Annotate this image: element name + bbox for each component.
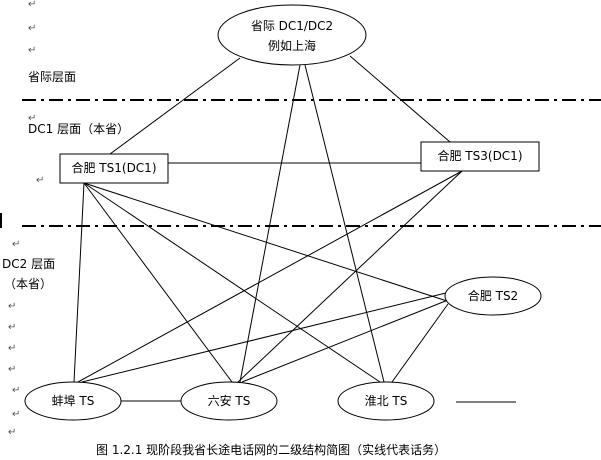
- top-node-label-line1: 省际 DC1/DC2: [250, 19, 334, 33]
- huaibei-ellipse: [337, 381, 435, 421]
- dc1-layer-label: DC1 层面（本省）: [28, 122, 130, 136]
- hefei-ts1-label: 合肥 TS1(DC1): [71, 161, 157, 175]
- link-top-luan: [239, 64, 301, 383]
- para-mark-9: ↵: [8, 343, 17, 354]
- link-ts1-bengbu: [73, 182, 85, 383]
- link-ts1-ts2: [83, 182, 451, 303]
- figure-caption: 图 1.2.1 现阶段我省长途电话网的二级结构简图（实线代表话务）: [96, 443, 447, 457]
- dc2-layer-label-line1: DC2 层面: [2, 257, 56, 271]
- hefei-ts3-label: 合肥 TS3(DC1): [437, 149, 523, 163]
- link-ts3-luan: [237, 170, 463, 383]
- para-mark-6: ↵: [12, 239, 21, 250]
- hefei-ts2-ellipse: [444, 276, 542, 316]
- para-mark-13: ↵: [8, 427, 17, 438]
- huaibei-label: 淮北 TS: [364, 394, 408, 408]
- hefei-ts3-box: [420, 141, 540, 172]
- interprovince-layer-label: 省际层面: [28, 70, 77, 84]
- link-top-ts3: [349, 55, 451, 143]
- link-ts1-huaibei: [83, 182, 381, 383]
- link-ts1-luan: [83, 182, 233, 383]
- top-node-label-line2: 例如上海: [267, 39, 316, 53]
- link-ts3-bengbu: [77, 170, 463, 383]
- link-ts2-bengbu: [81, 291, 451, 383]
- para-mark-11: ↵: [12, 385, 21, 396]
- link-top-huaibei: [304, 64, 385, 383]
- top-node-ellipse: [217, 4, 367, 66]
- para-mark-7: ↵: [8, 301, 17, 312]
- dc2-layer-label-line2: （本省）: [4, 277, 53, 291]
- link-ts2-huaibei: [391, 303, 449, 383]
- hefei-ts1-box: [59, 153, 169, 184]
- luan-ellipse: [180, 381, 278, 421]
- para-mark-3: ↵: [28, 45, 37, 56]
- link-ts2-luan: [241, 299, 449, 383]
- bengbu-label: 蚌埠 TS: [51, 394, 95, 408]
- bengbu-ellipse: [24, 381, 122, 421]
- luan-label: 六安 TS: [207, 394, 251, 408]
- link-top-ts1: [109, 57, 241, 155]
- para-mark-8: ↵: [8, 322, 17, 333]
- para-mark-4: ↵: [28, 113, 37, 124]
- para-mark-12: ↵: [12, 409, 21, 420]
- para-mark-2: ↵: [28, 23, 37, 34]
- para-mark-10: ↵: [8, 364, 17, 375]
- para-mark-5: ↵: [36, 175, 45, 186]
- hefei-ts2-label: 合肥 TS2: [467, 289, 519, 303]
- para-mark-1: ↵: [28, 0, 37, 10]
